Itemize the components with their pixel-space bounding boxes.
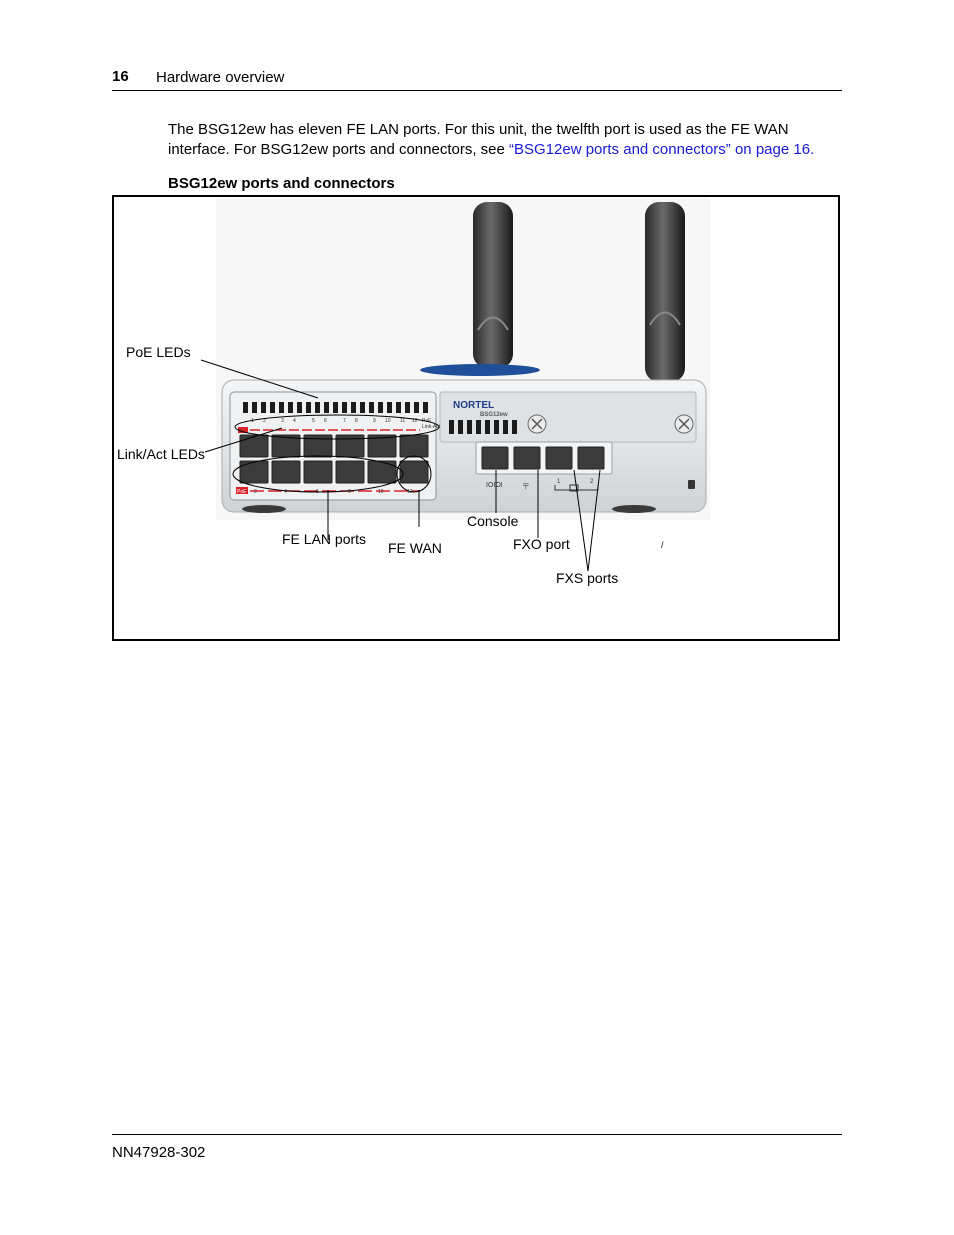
- figure-caption: BSG12ew ports and connectors: [168, 175, 395, 192]
- right-antenna: [645, 202, 685, 382]
- fxs-ports-callout: FXS ports: [556, 570, 619, 586]
- left-antenna: [473, 202, 513, 368]
- port-number: 2: [254, 489, 257, 495]
- fxo-symbol: ╤: [522, 480, 529, 490]
- port-number: 9: [373, 418, 376, 424]
- leader-lines: [200, 359, 601, 572]
- lan-port-8: [335, 460, 365, 484]
- fxs-1-leader: [573, 469, 589, 572]
- screw-right: [674, 414, 694, 434]
- console-port: [481, 446, 509, 470]
- poe-leds-ellipse: [234, 414, 440, 440]
- link-act-leds-callout: Link/Act LEDs: [117, 446, 205, 462]
- paragraph-text: The BSG12ew has eleven FE LAN ports. For…: [168, 121, 789, 158]
- lan-ports-bottom-row: [239, 460, 429, 484]
- stray-mark: /: [661, 540, 664, 550]
- port-number: 4: [293, 418, 296, 424]
- port-number: 7: [343, 418, 346, 424]
- poe-leds-leader: [200, 359, 319, 399]
- fxs-2-leader: [587, 469, 601, 572]
- model-name: BSG12ew: [480, 412, 508, 418]
- port-number: 4: [284, 489, 287, 495]
- lan-ports-top-row: [239, 434, 429, 458]
- lan-port-10: [367, 460, 397, 484]
- port-number: 2: [263, 418, 266, 424]
- page-header: 16 Hardware overview: [112, 68, 842, 91]
- phone-icon: [569, 484, 579, 492]
- wan-port-12: [399, 460, 429, 484]
- fxs-number: 1: [557, 479, 561, 485]
- lan-port-5: [303, 434, 333, 458]
- footer-rule: [112, 1134, 842, 1135]
- lan-port-4: [271, 460, 301, 484]
- paragraph-period: .: [810, 141, 815, 158]
- page-number: 16: [112, 68, 129, 85]
- port-number: 5: [312, 418, 315, 424]
- poe-leds-callout: PoE LEDs: [126, 344, 191, 360]
- fe-lan-ellipse: [232, 455, 404, 493]
- foot-right: [612, 505, 656, 513]
- document-id: NN47928-302: [112, 1144, 206, 1161]
- console-symbol: IOIOI: [486, 482, 503, 489]
- link-act-legend: Link-Act: [422, 424, 441, 430]
- port-number: 8: [348, 489, 351, 495]
- port-number: 10: [385, 418, 391, 424]
- lan-port-2: [239, 460, 269, 484]
- link-act-leds-leader: [204, 427, 283, 453]
- section-title: Hardware overview: [156, 69, 285, 86]
- screw-left: [527, 414, 547, 434]
- port-number: 10: [378, 489, 384, 495]
- poe-tag: PoE: [237, 489, 247, 495]
- console-callout: Console: [467, 513, 519, 529]
- lan-port-6: [303, 460, 333, 484]
- brand-logo: NORTEL: [453, 400, 494, 411]
- lan-port-11: [399, 434, 429, 458]
- fxs-number: 2: [590, 479, 594, 485]
- power-icon: [688, 480, 695, 489]
- fxs-port-1: [545, 446, 573, 470]
- fe-wan-ellipse: [396, 455, 432, 493]
- port-number: 6: [324, 418, 327, 424]
- fe-lan-ports-callout: FE LAN ports: [282, 531, 367, 547]
- voice-ports: [481, 446, 605, 470]
- fxo-port-callout: FXO port: [513, 536, 570, 552]
- lan-port-9: [367, 434, 397, 458]
- port-number: 12: [412, 418, 418, 424]
- port-number: 1: [251, 418, 254, 424]
- port-number: 8: [355, 418, 358, 424]
- lan-port-1: [239, 434, 269, 458]
- fxo-port: [513, 446, 541, 470]
- intro-paragraph: The BSG12ew has eleven FE LAN ports. For…: [168, 120, 848, 160]
- vent-slots: [243, 402, 517, 434]
- port-number: 3: [281, 418, 284, 424]
- port-number: 11: [400, 418, 405, 424]
- poe-led-strip-top: [238, 427, 420, 433]
- fe-wan-callout: FE WAN: [388, 540, 442, 556]
- figure-cross-reference-link[interactable]: “BSG12ew ports and connectors” on page 1…: [509, 141, 811, 158]
- blue-top-accent: [420, 364, 540, 376]
- foot-left: [242, 505, 286, 513]
- figure-frame: [112, 195, 840, 641]
- fxs-port-2: [577, 446, 605, 470]
